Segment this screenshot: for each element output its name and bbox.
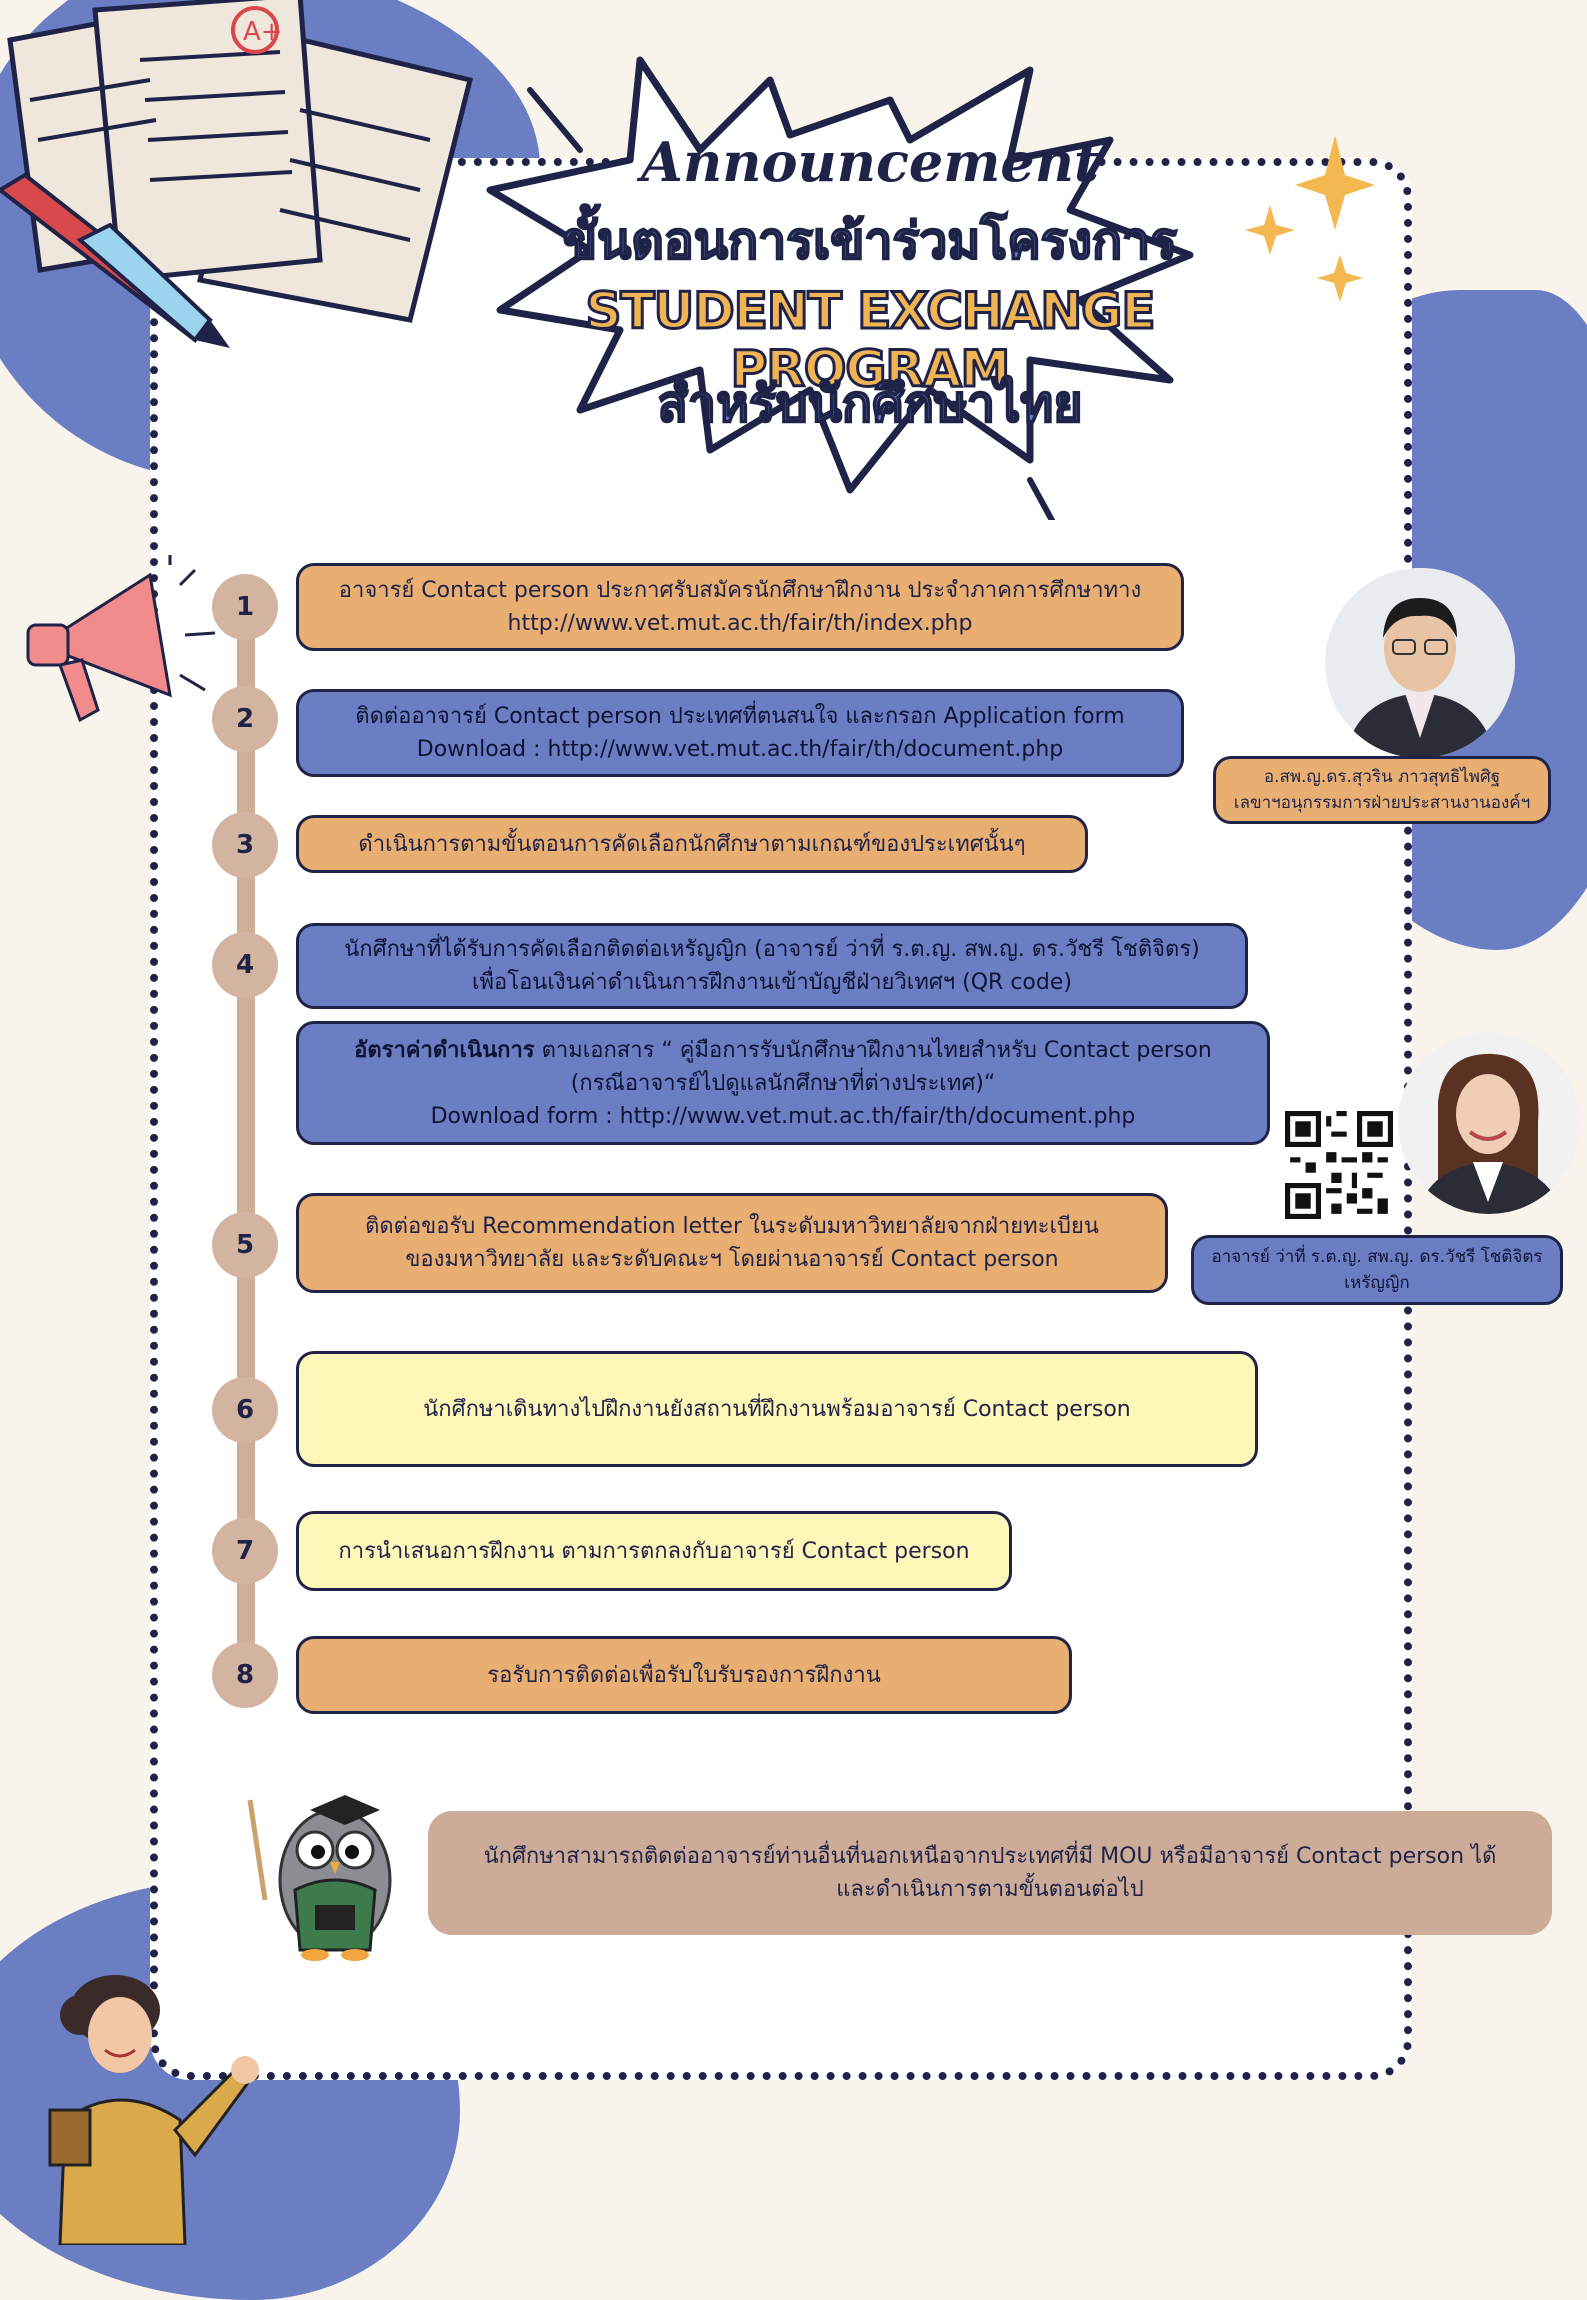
- step-1-text: อาจารย์ Contact person ประกาศรับสมัครนัก…: [338, 578, 1142, 603]
- step-6-text: นักศึกษาเดินทางไปฝึกงานยังสถานที่ฝึกงานพ…: [423, 1396, 1131, 1422]
- person-2-role: เหรัญญิก: [1344, 1273, 1410, 1293]
- avatar-person-1: [1325, 568, 1515, 758]
- step-8-text: รอรับการติดต่อเพื่อรับใบรับรองการฝึกงาน: [487, 1662, 881, 1688]
- step-number: 2: [212, 686, 278, 752]
- person-1-role: เลขาฯอนุกรรมการฝ่ายประสานงานองค์ฯ: [1233, 793, 1531, 813]
- teacher-illustration-icon: [48, 1975, 259, 2245]
- step-7-box: การนำเสนอการฝึกงาน ตามการตกลงกับอาจารย์ …: [296, 1511, 1012, 1591]
- step-5-box: ติดต่อขอรับ Recommendation letter ในระดั…: [296, 1193, 1168, 1293]
- step-1-url[interactable]: http://www.vet.mut.ac.th/fair/th/index.p…: [507, 611, 973, 636]
- step-2-text: ติดต่ออาจารย์ Contact person ประเทศที่ตน…: [355, 704, 1125, 729]
- paper-sheets-icon: A+: [7, 0, 474, 323]
- step-number: 8: [212, 1642, 278, 1708]
- step-2-box: ติดต่ออาจารย์ Contact person ประเทศที่ตน…: [296, 689, 1184, 777]
- step-6-box: นักศึกษาเดินทางไปฝึกงานยังสถานที่ฝึกงานพ…: [296, 1351, 1258, 1467]
- fee-line-1: อัตราค่าดำเนินการ ตามเอกสาร “ คู่มือการร…: [354, 1034, 1212, 1067]
- person-1-name: อ.สพ.ญ.ดร.สุวริน ภาวสุทธิไพศิฐ: [1263, 767, 1501, 787]
- english-title: STUDENT EXCHANGE PROGRAM: [584, 281, 1157, 400]
- fee-box: อัตราค่าดำเนินการ ตามเอกสาร “ คู่มือการร…: [296, 1021, 1270, 1145]
- step-2-url[interactable]: Download : http://www.vet.mut.ac.th/fair…: [416, 737, 1064, 762]
- title-burst: [486, 56, 1194, 520]
- step-4-box: นักศึกษาที่ได้รับการคัดเลือกติดต่อเหรัญญ…: [296, 923, 1248, 1009]
- step-number: 6: [212, 1377, 278, 1443]
- step-3-text: ดำเนินการตามขั้นตอนการคัดเลือกนักศึกษาตา…: [358, 831, 1026, 857]
- thai-title: ขั้นตอนการเข้าร่วมโครงการ: [562, 211, 1178, 271]
- note-box: นักศึกษาสามารถติดต่ออาจารย์ท่านอื่นที่นอ…: [428, 1811, 1552, 1935]
- megaphone-icon: [26, 555, 216, 723]
- sparkle-icon: [1245, 135, 1375, 302]
- fee-text: ตามเอกสาร “ คู่มือการรับนักศึกษาฝึกงานไท…: [534, 1037, 1212, 1063]
- step-3-box: ดำเนินการตามขั้นตอนการคัดเลือกนักศึกษาตา…: [296, 815, 1088, 873]
- step-number: 4: [212, 932, 278, 998]
- step-7-text: การนำเสนอการฝึกงาน ตามการตกลงกับอาจารย์ …: [338, 1538, 970, 1564]
- step-8-box: รอรับการติดต่อเพื่อรับใบรับรองการฝึกงาน: [296, 1636, 1072, 1714]
- step-number: 5: [212, 1212, 278, 1278]
- step-number: 7: [212, 1518, 278, 1584]
- fee-line-2: (กรณีอาจารย์ไปดูแลนักศึกษาที่ต่างประเทศ)…: [570, 1070, 996, 1096]
- fee-label: อัตราค่าดำเนินการ: [354, 1037, 535, 1063]
- step-5-text: ติดต่อขอรับ Recommendation letter ในระดั…: [365, 1214, 1099, 1239]
- step-number: 3: [212, 812, 278, 878]
- step-4-text-2: เพื่อโอนเงินค่าดำเนินการฝึกงานเข้าบัญชีฝ…: [472, 970, 1072, 995]
- note-line-1: นักศึกษาสามารถติดต่ออาจารย์ท่านอื่นที่นอ…: [483, 1844, 1497, 1869]
- fee-download-url[interactable]: Download form : http://www.vet.mut.ac.th…: [430, 1103, 1136, 1129]
- person-1-caption: อ.สพ.ญ.ดร.สุวริน ภาวสุทธิไพศิฐเลขาฯอนุกร…: [1213, 756, 1551, 824]
- step-1-box: อาจารย์ Contact person ประกาศรับสมัครนัก…: [296, 563, 1184, 651]
- pen-icon: [0, 172, 230, 348]
- step-5-text-2: ของมหาวิทยาลัย และระดับคณะฯ โดยผ่านอาจาร…: [405, 1247, 1059, 1272]
- announcement-script: Announcement: [641, 130, 1099, 194]
- person-2-caption: อาจารย์ ว่าที่ ร.ต.ญ. สพ.ญ. ดร.วัชรี โชต…: [1191, 1235, 1563, 1305]
- svg-text:A+: A+: [243, 17, 283, 47]
- step-number: 1: [212, 574, 278, 640]
- note-line-2: และดำเนินการตามขั้นตอนต่อไป: [836, 1877, 1144, 1902]
- title-block: Announcement ขั้นตอนการเข้าร่วมโครงการ S…: [520, 110, 1220, 440]
- avatar-person-2: [1398, 1032, 1580, 1214]
- person-2-name: อาจารย์ ว่าที่ ร.ต.ญ. สพ.ญ. ดร.วัชรี โชต…: [1211, 1247, 1543, 1267]
- qr-code-icon: [1285, 1111, 1393, 1219]
- step-4-text: นักศึกษาที่ได้รับการคัดเลือกติดต่อเหรัญญ…: [344, 937, 1200, 962]
- owl-mascot-icon: [247, 1795, 392, 1961]
- thai-subtitle: สำหรับนักศึกษาไทย: [656, 374, 1083, 434]
